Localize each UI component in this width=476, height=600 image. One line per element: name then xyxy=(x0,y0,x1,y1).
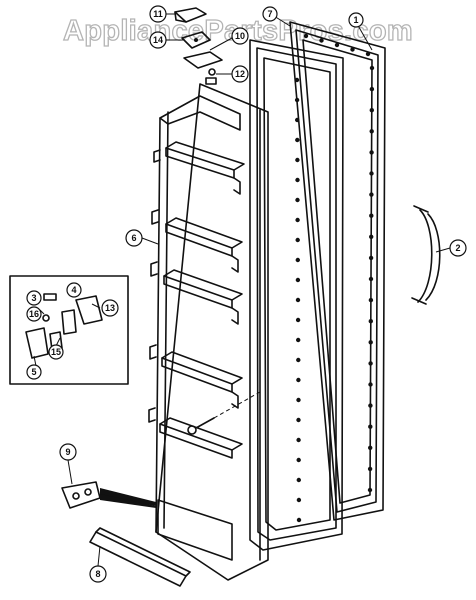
callout-12-label: 12 xyxy=(235,69,245,79)
callout-8: 8 xyxy=(89,565,107,583)
callout-16: 16 xyxy=(26,306,42,322)
screw-hole xyxy=(295,317,301,323)
callout-14: 14 xyxy=(149,31,167,49)
screw-hole xyxy=(369,65,375,71)
callout-3: 3 xyxy=(26,290,42,306)
callout-11: 11 xyxy=(149,5,167,23)
callout-13: 13 xyxy=(101,299,119,317)
screw-hole xyxy=(295,177,300,183)
callout-5-label: 5 xyxy=(31,367,36,377)
screw-hole xyxy=(295,157,300,163)
screw-hole xyxy=(367,466,373,472)
screw-hole xyxy=(369,150,374,155)
gasket-screw-holes xyxy=(294,33,375,523)
callout-1-label: 1 xyxy=(353,15,358,25)
callout-15: 15 xyxy=(48,344,64,360)
screw-hole xyxy=(294,77,300,83)
screw-hole xyxy=(334,42,340,48)
callout-4-label: 4 xyxy=(71,285,76,295)
screw-hole xyxy=(296,477,301,483)
callout-10: 10 xyxy=(231,27,249,45)
screw-hole xyxy=(295,237,300,243)
screw-hole xyxy=(295,257,300,263)
screw-hole xyxy=(295,117,300,123)
screw-hole xyxy=(368,340,373,345)
screw-hole xyxy=(368,445,373,450)
screw-hole xyxy=(296,517,302,523)
screw-hole xyxy=(369,129,374,134)
screw-hole xyxy=(368,382,373,387)
callout-6-label: 6 xyxy=(131,233,136,243)
screw-hole xyxy=(368,319,373,324)
screw-hole xyxy=(367,487,373,493)
callout-7: 7 xyxy=(262,6,278,22)
callout-16-label: 16 xyxy=(29,309,39,319)
screw-hole xyxy=(296,437,301,443)
screw-hole xyxy=(303,33,309,39)
screw-hole xyxy=(295,197,300,203)
screw-hole xyxy=(295,137,300,143)
top-hinge-parts xyxy=(174,7,223,85)
door-handle xyxy=(411,205,441,305)
screw-hole xyxy=(296,337,301,343)
screw-hole xyxy=(295,297,301,303)
screw-hole xyxy=(296,357,301,363)
screw-hole xyxy=(296,397,301,403)
screw-hole xyxy=(294,97,300,103)
screw-hole xyxy=(296,457,301,463)
callout-7-label: 7 xyxy=(267,9,272,19)
screw-hole xyxy=(369,213,374,218)
screw-hole xyxy=(295,277,301,283)
screw-hole xyxy=(369,108,374,113)
screw-hole xyxy=(365,51,371,57)
screw-hole xyxy=(296,377,301,383)
callout-9: 9 xyxy=(59,443,77,461)
callout-9-label: 9 xyxy=(65,447,70,457)
screw-hole xyxy=(368,361,373,366)
callout-6: 6 xyxy=(125,229,143,247)
callout-12: 12 xyxy=(231,65,249,83)
screw-hole xyxy=(319,38,324,43)
screw-hole xyxy=(369,171,374,176)
door-outer-panel xyxy=(289,21,386,521)
callout-10-label: 10 xyxy=(235,31,245,41)
bottom-hinge xyxy=(61,481,156,509)
callout-5: 5 xyxy=(26,364,42,380)
callout-2: 2 xyxy=(449,239,467,257)
bottom-trim-strip xyxy=(89,527,191,587)
callout-15-label: 15 xyxy=(51,347,61,357)
callout-labels: 11 14 10 12 7 1 6 2 3 4 13 16 15 5 9 8 xyxy=(26,5,467,583)
screw-hole xyxy=(369,86,375,92)
screw-hole xyxy=(296,417,301,423)
callout-8-label: 8 xyxy=(95,569,100,579)
screw-hole xyxy=(368,297,374,303)
screw-hole xyxy=(295,217,300,223)
screw-hole xyxy=(368,424,373,429)
screw-hole xyxy=(369,234,374,239)
screw-hole xyxy=(368,403,373,408)
screw-hole xyxy=(368,255,374,261)
callout-11-label: 11 xyxy=(153,9,163,19)
callout-1: 1 xyxy=(348,12,364,28)
callout-14-label: 14 xyxy=(153,35,163,45)
screw-hole xyxy=(296,497,302,503)
door-gasket xyxy=(249,39,344,551)
callout-13-label: 13 xyxy=(105,303,115,313)
screw-hole xyxy=(369,192,374,197)
callout-3-label: 3 xyxy=(31,293,36,303)
callout-2-label: 2 xyxy=(455,243,460,253)
door-liner xyxy=(148,83,269,581)
hinge-detail-inset xyxy=(9,275,129,385)
callout-4: 4 xyxy=(66,282,82,298)
screw-hole xyxy=(350,47,355,52)
screw-hole xyxy=(368,276,374,282)
